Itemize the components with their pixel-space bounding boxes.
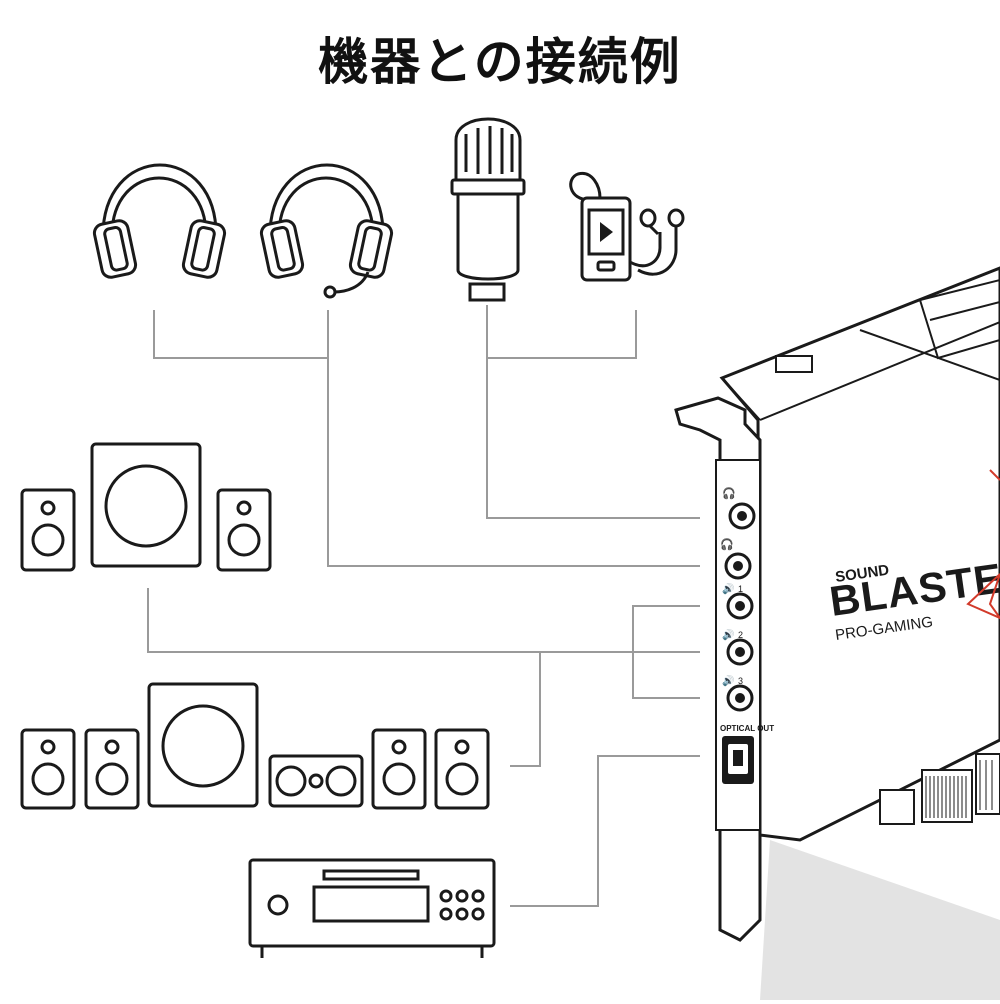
card-vent	[918, 278, 1000, 360]
port-label-2: 2	[738, 630, 743, 640]
sound-card: SOUND BLASTER PRO-GAMING 🎧 🎧	[674, 266, 1000, 1000]
jack-speaker-2: 2 🔊	[722, 628, 754, 666]
svg-text:🔊: 🔊	[722, 674, 734, 687]
line-headphones-group	[153, 310, 700, 567]
optical-out-label: OPTICAL OUT	[720, 724, 774, 733]
port-label-3: 3	[738, 676, 743, 686]
port-label-1: 1	[738, 584, 743, 594]
av-receiver-icon	[248, 858, 496, 958]
mic-headset-glyph: 🎧	[722, 487, 736, 500]
speakers-5-1-icon	[20, 682, 490, 810]
card-body	[719, 266, 1000, 842]
line-stereo-speakers	[147, 588, 700, 653]
microphone-icon	[450, 117, 526, 302]
jack-speaker-3: 3 🔊	[722, 674, 754, 712]
headset-icon	[259, 163, 394, 299]
line-surround-bracket	[632, 605, 700, 699]
page-title: 機器との接続例	[318, 33, 682, 91]
jack-headphone: 🎧	[720, 538, 752, 580]
headphones-icon	[92, 163, 227, 279]
line-optical	[510, 755, 700, 907]
speakers-2-1-icon	[20, 442, 272, 572]
svg-text:🎧: 🎧	[720, 538, 734, 551]
optical-out-port: OPTICAL OUT	[720, 724, 774, 784]
line-surround-speakers	[510, 652, 541, 767]
portable-player-icon	[569, 171, 685, 282]
brand-accent-mark	[966, 573, 1000, 620]
line-mic-group	[486, 305, 700, 519]
card-header-connector	[775, 355, 813, 373]
connection-lines	[147, 305, 700, 907]
svg-text:🔊: 🔊	[722, 582, 734, 595]
svg-text:🔊: 🔊	[722, 628, 734, 641]
jack-mic-in: 🎧	[722, 487, 756, 530]
jack-speaker-1: 1 🔊	[722, 582, 754, 620]
card-shadow	[760, 840, 1000, 1000]
